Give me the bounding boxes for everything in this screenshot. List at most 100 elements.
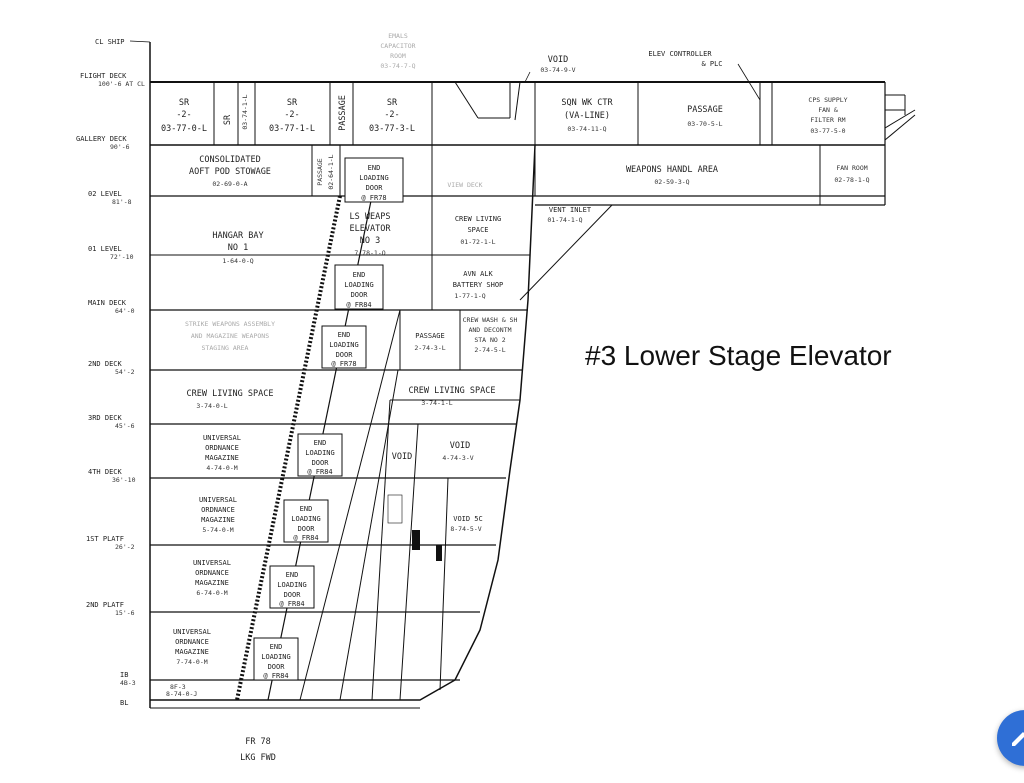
svg-text:54'-2: 54'-2 (115, 368, 135, 376)
svg-text:UNIVERSAL: UNIVERSAL (173, 628, 211, 636)
svg-text:4B-3: 4B-3 (120, 679, 136, 687)
svg-text:26'-2: 26'-2 (115, 543, 135, 551)
svg-text:5-74-0-M: 5-74-0-M (202, 526, 233, 534)
svg-text:AND MAGAZINE WEAPONS: AND MAGAZINE WEAPONS (191, 332, 269, 340)
svg-text:6-74-0-M: 6-74-0-M (196, 589, 227, 597)
svg-text:HANGAR BAY: HANGAR BAY (212, 231, 263, 241)
level-gallery-deck: GALLERY DECK (76, 135, 127, 143)
svg-text:1-77-1-Q: 1-77-1-Q (454, 292, 485, 300)
svg-text:03-74-11-Q: 03-74-11-Q (567, 125, 606, 133)
svg-text:PASSAGE: PASSAGE (316, 158, 324, 185)
deck-labels: CL SHIP FLIGHT DECK 100'-6 AT CL GALLERY… (76, 38, 145, 707)
svg-text:WEAPONS HANDL AREA: WEAPONS HANDL AREA (626, 165, 718, 175)
svg-text:DOOR: DOOR (366, 184, 384, 192)
svg-text:VENT INLET: VENT INLET (549, 206, 592, 214)
svg-text:EMALS: EMALS (388, 32, 408, 40)
svg-text:PASSAGE: PASSAGE (338, 95, 348, 131)
svg-text:UNIVERSAL: UNIVERSAL (193, 559, 231, 567)
hull-outline (129, 40, 916, 709)
svg-text:03-77-0-L: 03-77-0-L (161, 124, 207, 134)
svg-text:CREW WASH & SH: CREW WASH & SH (463, 316, 518, 324)
svg-text:LS WEAPS: LS WEAPS (350, 212, 391, 222)
level-1st-platf: 1ST PLATF (86, 535, 124, 543)
end-loading-door: END LOADING DOOR @ FR84 (297, 433, 343, 477)
svg-text:FR 78: FR 78 (245, 737, 271, 747)
svg-text:@ FR84: @ FR84 (293, 534, 318, 542)
svg-text:MAGAZINE: MAGAZINE (195, 579, 229, 587)
svg-text:36'-10: 36'-10 (112, 476, 136, 484)
svg-text:2-74-3-L: 2-74-3-L (414, 344, 445, 352)
svg-text:DOOR: DOOR (268, 663, 286, 671)
end-loading-doors: END LOADING DOOR @ FR78 END LOADING DOOR… (253, 157, 404, 681)
svg-text:SR: SR (179, 98, 190, 108)
end-loading-door: END LOADING DOOR @ FR84 (269, 565, 315, 609)
svg-text:(VA-LINE): (VA-LINE) (564, 111, 610, 121)
level-flight-deck: FLIGHT DECK (80, 72, 127, 80)
svg-text:03-77-3-L: 03-77-3-L (369, 124, 415, 134)
svg-text:DOOR: DOOR (298, 525, 316, 533)
svg-text:@ FR78: @ FR78 (331, 360, 356, 368)
level-2nd-platf: 2ND PLATF (86, 601, 124, 609)
svg-text:LOADING: LOADING (261, 653, 291, 661)
svg-text:LOADING: LOADING (291, 515, 321, 523)
svg-text:03-77-1-L: 03-77-1-L (269, 124, 315, 134)
svg-text:PASSAGE: PASSAGE (415, 332, 445, 340)
svg-text:03-77-5-0: 03-77-5-0 (810, 127, 845, 135)
level-3rd-deck: 3RD DECK (88, 414, 123, 422)
svg-text:MAGAZINE: MAGAZINE (205, 454, 239, 462)
svg-text:LKG FWD: LKG FWD (240, 753, 276, 763)
svg-text:03-74-7-Q: 03-74-7-Q (380, 62, 415, 70)
svg-text:02-59-3-Q: 02-59-3-Q (654, 178, 689, 186)
end-loading-door: END LOADING DOOR @ FR78 (321, 325, 367, 369)
svg-text:45'-6: 45'-6 (115, 422, 135, 430)
svg-text:AOFT POD STOWAGE: AOFT POD STOWAGE (189, 167, 271, 177)
svg-text:END: END (314, 439, 327, 447)
svg-text:DOOR: DOOR (284, 591, 302, 599)
svg-text:ELEV CONTROLLER: ELEV CONTROLLER (648, 50, 712, 58)
svg-text:UNIVERSAL: UNIVERSAL (199, 496, 237, 504)
pencil-icon (1012, 732, 1024, 746)
svg-text:ROOM: ROOM (390, 52, 406, 60)
svg-text:LOADING: LOADING (305, 449, 335, 457)
svg-text:ORDNANCE: ORDNANCE (205, 444, 239, 452)
svg-text:LOADING: LOADING (277, 581, 307, 589)
svg-text:DOOR: DOOR (312, 459, 330, 467)
svg-text:72'-10: 72'-10 (110, 253, 134, 261)
svg-text:NO 3: NO 3 (360, 236, 380, 246)
svg-text:CONSOLIDATED: CONSOLIDATED (199, 155, 260, 165)
svg-text:SR: SR (287, 98, 298, 108)
svg-text:LOADING: LOADING (329, 341, 359, 349)
level-4th-deck: 4TH DECK (88, 468, 123, 476)
svg-text:LOADING: LOADING (359, 174, 389, 182)
svg-text:STRIKE WEAPONS ASSEMBLY: STRIKE WEAPONS ASSEMBLY (185, 320, 275, 328)
svg-text:VIEW DECK: VIEW DECK (447, 181, 482, 189)
svg-text:@ FR84: @ FR84 (279, 600, 304, 608)
svg-text:NO 1: NO 1 (228, 243, 248, 253)
svg-text:SR: SR (387, 98, 398, 108)
svg-text:& PLC: & PLC (701, 60, 722, 68)
svg-text:AVN ALK: AVN ALK (463, 270, 493, 278)
svg-text:@ FR84: @ FR84 (263, 672, 288, 680)
svg-text:CPS SUPPLY: CPS SUPPLY (808, 96, 847, 104)
svg-text:UNIVERSAL: UNIVERSAL (203, 434, 241, 442)
level-01-compartments: HANGAR BAY NO 1 1-64-0-Q LS WEAPS ELEVAT… (212, 206, 591, 300)
svg-text:CREW LIVING SPACE: CREW LIVING SPACE (409, 386, 496, 396)
svg-text:01-74-1-Q: 01-74-1-Q (547, 216, 582, 224)
end-loading-door: END LOADING DOOR @ FR84 (283, 499, 329, 543)
svg-text:8F-3: 8F-3 (170, 683, 186, 691)
svg-text:SQN WK CTR: SQN WK CTR (561, 98, 613, 108)
svg-text:ORDNANCE: ORDNANCE (201, 506, 235, 514)
svg-text:1-64-0-Q: 1-64-0-Q (222, 257, 253, 265)
svg-text:FAN ROOM: FAN ROOM (836, 164, 867, 172)
svg-text:FAN &: FAN & (818, 106, 838, 114)
svg-text:01-72-1-L: 01-72-1-L (460, 238, 495, 246)
end-loading-door: END LOADING DOOR @ FR84 (334, 264, 384, 310)
svg-text:-2-: -2- (176, 110, 191, 120)
svg-text:@ FR78: @ FR78 (361, 194, 386, 202)
svg-text:02-78-1-Q: 02-78-1-Q (834, 176, 869, 184)
svg-text:64'-0: 64'-0 (115, 307, 135, 315)
svg-text:03-70-5-L: 03-70-5-L (687, 120, 722, 128)
svg-text:END: END (286, 571, 299, 579)
trunk-small-labels (387, 494, 442, 561)
